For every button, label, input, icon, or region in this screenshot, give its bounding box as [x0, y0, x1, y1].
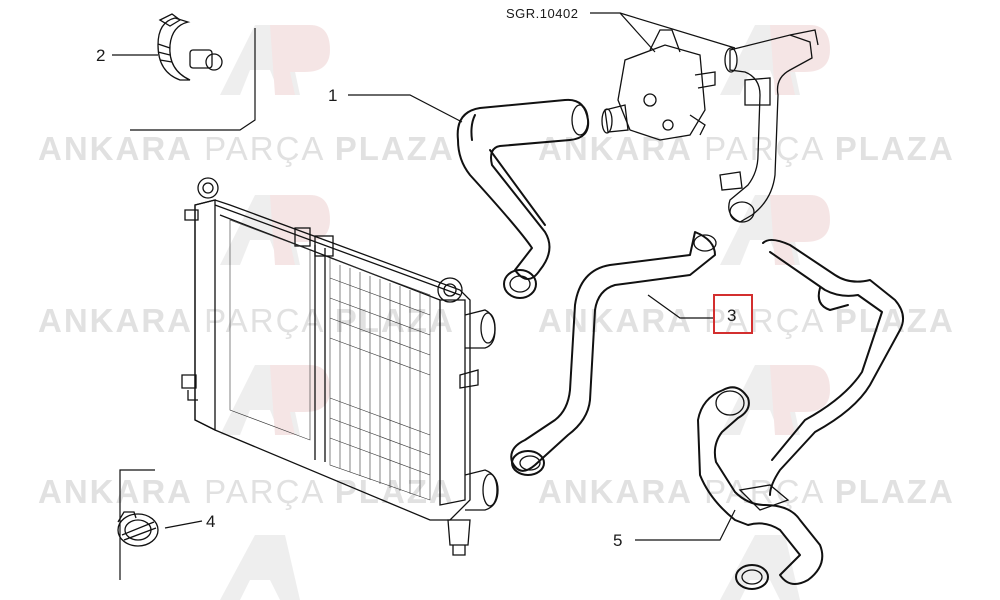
radiator[interactable] [181, 177, 499, 556]
water-pipe-assembly[interactable] [719, 29, 819, 223]
part-3-hose[interactable] [510, 231, 717, 476]
watermark-text: ANKARA PARÇA PLAZA [38, 473, 455, 510]
watermark-logo [220, 365, 330, 435]
callout-2[interactable]: 2 [96, 46, 105, 65]
watermark-logo [720, 365, 830, 435]
leader-lines [112, 12, 736, 541]
callout-5[interactable]: 5 [613, 531, 622, 550]
bracket-lines [119, 28, 256, 580]
radiator-core-left [229, 219, 311, 441]
callout-4[interactable]: 4 [206, 512, 215, 531]
part-5-hose[interactable] [697, 239, 905, 590]
reference-label: SGR.10402 [506, 6, 578, 21]
watermark-text: ANKARA PARÇA PLAZA [538, 302, 955, 339]
watermark-logo [720, 25, 830, 95]
watermark-text: ANKARA PARÇA PLAZA [538, 130, 955, 167]
thermostat-housing[interactable] [601, 29, 716, 141]
watermark-text: ANKARA PARÇA PLAZA [38, 130, 455, 167]
watermark-text-group: ANKARA PARÇA PLAZA ANKARA PARÇA PLAZA AN… [38, 130, 955, 510]
part-4-clamp[interactable] [117, 511, 159, 547]
watermark-text: ANKARA PARÇA PLAZA [538, 473, 955, 510]
watermark-logo [220, 25, 330, 95]
callout-1[interactable]: 1 [328, 86, 337, 105]
watermark-logo [720, 195, 830, 265]
watermark-logo [220, 195, 330, 265]
part-2-clamp[interactable] [157, 13, 223, 81]
watermark-text: ANKARA PARÇA PLAZA [38, 302, 455, 339]
callout-3-highlight-box [713, 294, 753, 334]
radiator-core-right [329, 257, 431, 501]
watermark-logo [220, 535, 800, 600]
part-1-hose[interactable] [456, 98, 590, 299]
callout-3[interactable]: 3 [727, 306, 736, 325]
